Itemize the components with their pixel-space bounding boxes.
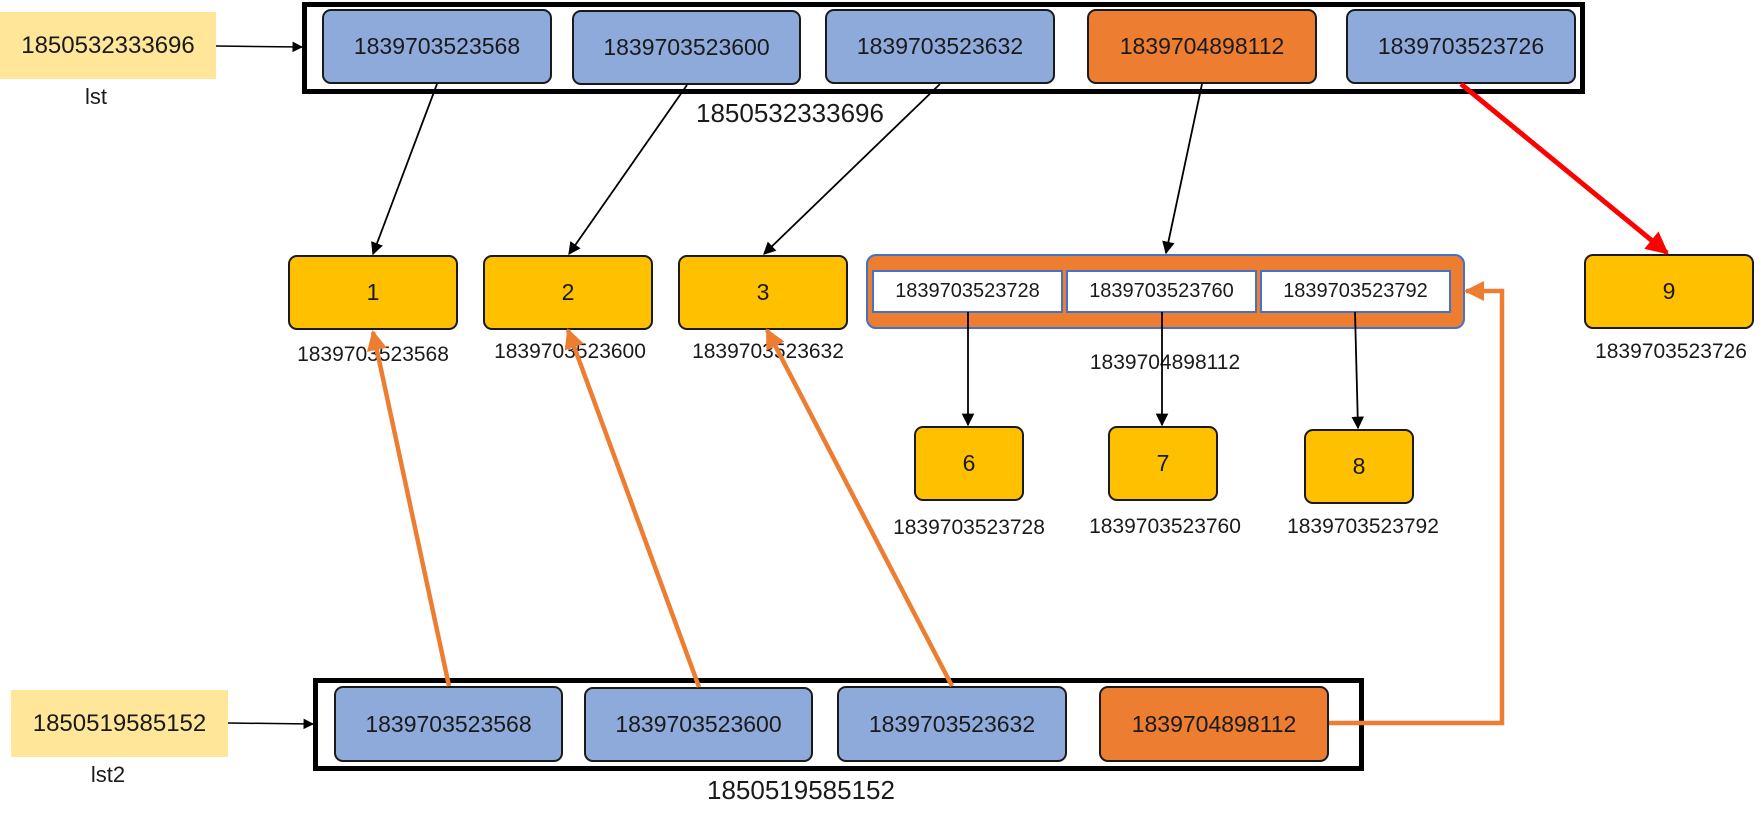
lst2-address-box: 1850519585152	[11, 690, 228, 757]
int-object-9-id: 1839703523726	[1595, 340, 1747, 363]
lst-cell-0: 1839703523568	[322, 9, 552, 84]
int-object-1: 1	[288, 255, 458, 330]
lst-address-box: 1850532333696	[0, 12, 216, 79]
int-object-6-id: 1839703523728	[893, 516, 1045, 539]
lst-frame-label: 1850532333696	[696, 98, 884, 128]
int-object-7-id: 1839703523760	[1089, 515, 1241, 538]
lst-cell-4: 1839703523726	[1346, 9, 1576, 84]
int-object-3-id: 1839703523632	[692, 340, 844, 363]
lst-pointer-arrow	[215, 41, 304, 53]
nested-list-cell-2: 1839703523792	[1260, 270, 1451, 313]
int-object-8: 8	[1304, 429, 1414, 504]
lst2-cell-1: 1839703523600	[584, 687, 813, 762]
int-object-6: 6	[914, 426, 1024, 501]
lst-cell-1-arrow	[568, 84, 688, 256]
int-object-9: 9	[1584, 254, 1754, 329]
lst-cell-1: 1839703523600	[572, 10, 801, 85]
lst2-cell-3: 1839704898112	[1099, 686, 1329, 762]
lst-list-frame	[302, 2, 1585, 94]
int-object-8-id: 1839703523792	[1287, 515, 1439, 538]
lst-cell-3-arrow	[1162, 83, 1203, 255]
lst2-cell-3-arrow	[1329, 280, 1505, 726]
lst-cell-0-arrow	[371, 83, 438, 256]
lst2-frame-label: 1850519585152	[707, 775, 895, 805]
int-object-2-id: 1839703523600	[494, 340, 646, 363]
lst2-cell-0: 1839703523568	[334, 686, 563, 762]
lst2-cell-2-arrow	[765, 328, 954, 688]
lst-cell-2-arrow	[763, 83, 941, 255]
lst2-cell-0-arrow	[366, 330, 452, 687]
int-object-7: 7	[1108, 426, 1218, 501]
nested-cell-2-arrow	[1351, 311, 1365, 430]
int-object-1-id: 1839703523568	[297, 343, 449, 366]
lst2-cell-2: 1839703523632	[837, 686, 1067, 762]
lst-cell-2: 1839703523632	[825, 9, 1055, 84]
lst-cell-4-new-item-arrow	[1459, 82, 1669, 255]
lst2-pointer-arrow	[227, 718, 315, 730]
lst-variable-name: lst	[85, 84, 107, 109]
lst-cell-3: 1839704898112	[1087, 9, 1317, 84]
lst2-cell-1-arrow	[564, 328, 702, 688]
int-object-3: 3	[678, 255, 848, 330]
nested-list-id: 1839704898112	[1089, 351, 1241, 374]
lst2-variable-name: lst2	[90, 762, 126, 787]
